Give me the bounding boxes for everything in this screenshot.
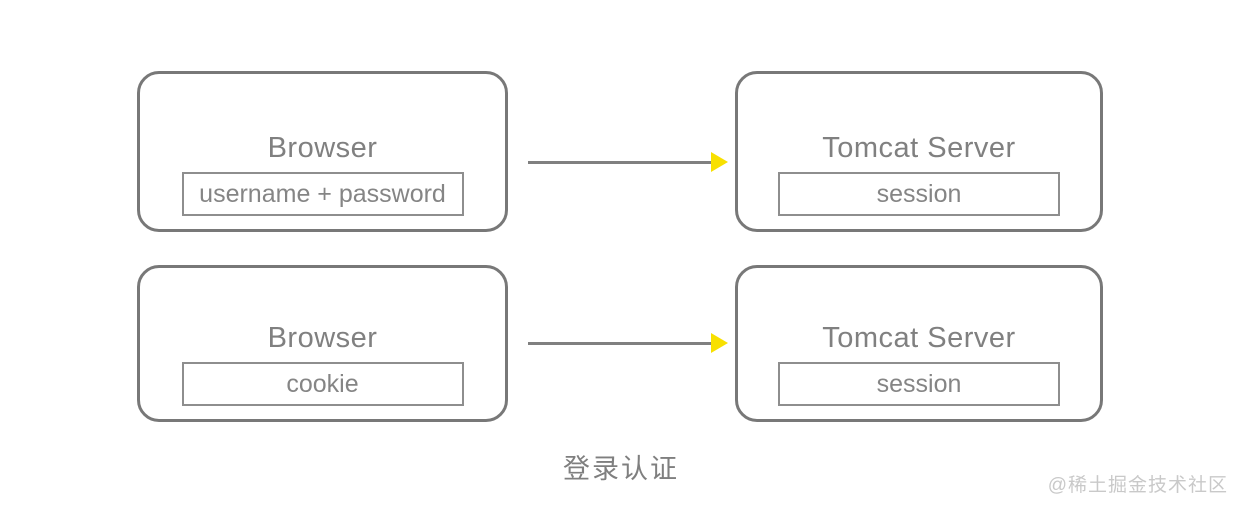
diagram-caption: 登录认证: [563, 454, 679, 484]
session-label: session: [876, 369, 962, 398]
session-box: session: [778, 172, 1060, 216]
node-title: Tomcat Server: [822, 132, 1016, 164]
cookie-box: cookie: [181, 362, 464, 406]
arrow-head-icon: [711, 152, 728, 172]
browser-node-row1: Browser username + password: [137, 71, 508, 232]
session-box: session: [778, 362, 1060, 406]
credentials-box: username + password: [181, 172, 464, 216]
cookie-label: cookie: [286, 369, 359, 398]
arrow-line: [528, 161, 714, 164]
node-title: Tomcat Server: [822, 322, 1016, 354]
arrow-head-icon: [711, 333, 728, 353]
browser-node-row2: Browser cookie: [137, 265, 508, 422]
tomcat-node-row1: Tomcat Server session: [735, 71, 1103, 232]
watermark: @稀土掘金技术社区: [1047, 475, 1228, 496]
node-title: Browser: [267, 322, 378, 354]
node-title: Browser: [267, 132, 378, 164]
tomcat-node-row2: Tomcat Server session: [735, 265, 1103, 422]
session-label: session: [876, 179, 962, 208]
arrow-line: [528, 342, 714, 345]
credentials-label: username + password: [199, 179, 446, 208]
flow-arrow-row1: [528, 152, 728, 172]
flow-arrow-row2: [528, 333, 728, 353]
